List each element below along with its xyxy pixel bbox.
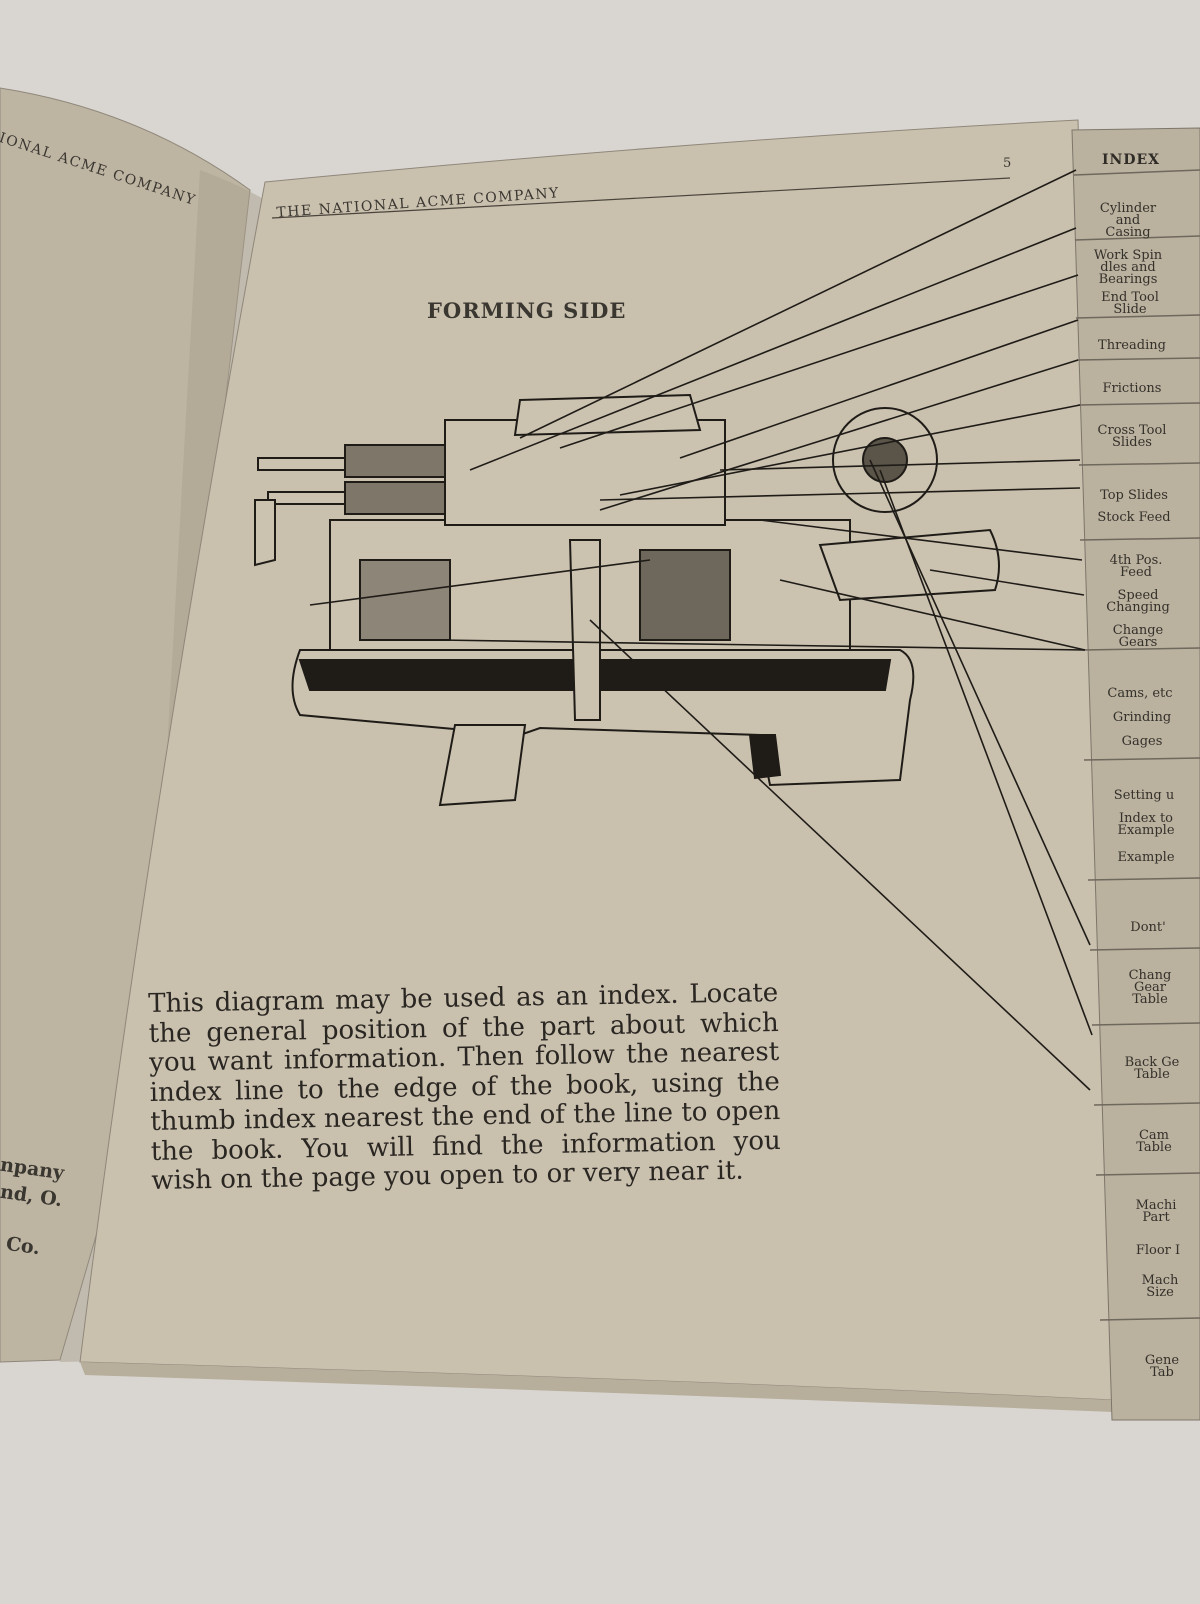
machine-drawing [254,393,1000,807]
left-margin-fragment: Co. [4,1232,42,1260]
tab-dividers [1073,169,1200,1321]
thumb-tab-4th-pos-feed[interactable]: 4th Pos. Feed [1109,553,1163,580]
thumb-tab-back-gear-table[interactable]: Back Ge Table [1124,1055,1180,1082]
thumb-tab-cylinder[interactable]: Cylinder and Casing [1099,201,1157,240]
thumb-tab-examples[interactable]: Example [1117,850,1175,865]
thumb-tab-cam-table[interactable]: Cam Table [1136,1128,1172,1155]
page-edge [80,1362,1112,1412]
machine-leg-right [748,734,782,780]
machine-spindle-lower [267,491,349,505]
thumb-tab-speed-changing[interactable]: Speed Changing [1106,588,1170,615]
machine-wheel-hub [862,437,908,483]
instruction-text: This diagram may be used as an index. Lo… [147,978,781,1196]
thumb-tab-grinding[interactable]: Grinding [1112,710,1172,725]
machine-drum [359,559,451,641]
thumb-tab-end-tool-slide[interactable]: End Tool Slide [1101,290,1159,317]
index-heading: INDEX [1102,152,1161,168]
thumb-tab-cams[interactable]: Cams, etc [1107,686,1173,701]
machine-head [444,419,726,526]
thumb-tab-machine-sizes[interactable]: Mach Size [1141,1273,1179,1300]
thumb-tab-general-tables[interactable]: Gene Tab [1144,1353,1180,1380]
index-lines [309,169,1093,1091]
thumb-tab-change-gears[interactable]: Change Gears [1112,623,1164,650]
thumb-tab-index-to-examples[interactable]: Index to Example [1117,811,1175,838]
thumb-tab-machine-parts[interactable]: Machi Part [1135,1198,1177,1225]
thumb-tab-threading[interactable]: Threading [1098,338,1166,353]
thumb-tab-donts[interactable]: Dont' [1130,920,1166,935]
machine-cover [818,528,1000,602]
machine-gearbox [639,549,731,641]
thumb-tab-strip [1071,127,1200,1421]
thumb-tab-floor[interactable]: Floor I [1135,1243,1181,1258]
thumb-tab-gages[interactable]: Gages [1121,734,1163,749]
machine-shaft [568,539,601,721]
instruction-paragraph: This diagram may be used as an index. Lo… [147,978,782,1196]
thumb-tab-setting-up[interactable]: Setting u [1113,788,1175,803]
thumb-tab-cross-tool-slides[interactable]: Cross Tool Slides [1097,423,1167,450]
header-rule [271,177,1011,219]
machine-side-arm [254,499,276,567]
machine-tool-block-upper [344,444,446,478]
machine-spindle-upper [257,457,349,471]
thumb-tab-stock-feed[interactable]: Stock Feed [1097,510,1171,525]
thumb-tab-change-gear-table[interactable]: Chang Gear Table [1128,968,1172,1007]
page-number: 5 [1003,156,1012,171]
thumb-tab-frictions[interactable]: Frictions [1102,381,1162,396]
thumb-tab-top-slides[interactable]: Top Slides [1100,488,1168,503]
machine-tool-block-lower [344,481,446,515]
machine-leg [438,724,527,807]
page-title: FORMING SIDE [427,298,627,323]
thumb-tab-work-spindles[interactable]: Work Spin dles and Bearings [1093,248,1163,287]
